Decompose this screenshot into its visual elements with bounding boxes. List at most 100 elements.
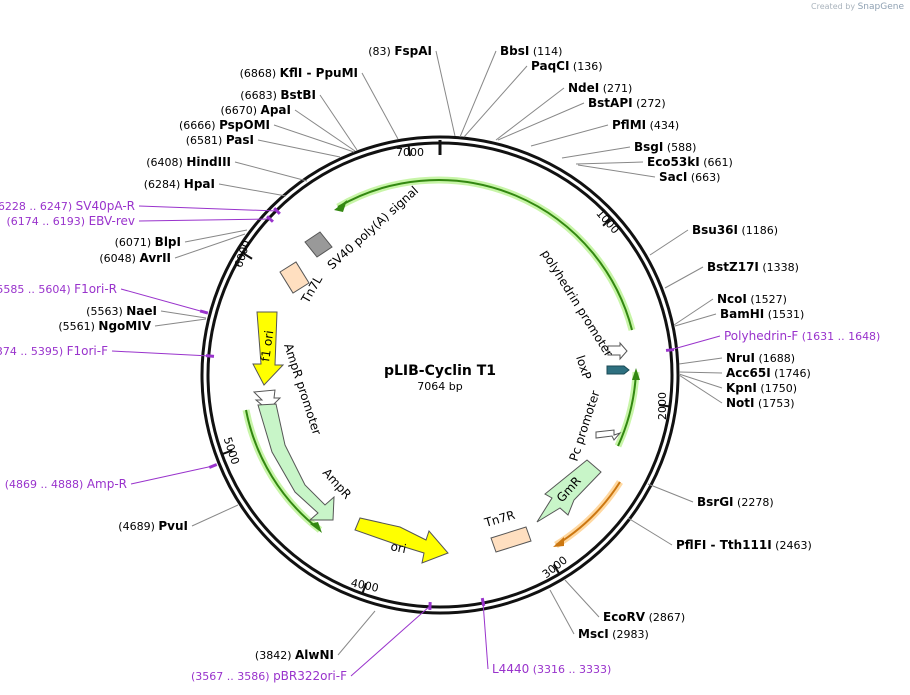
site-leader-line (174, 233, 246, 259)
site-leader-line (257, 139, 341, 158)
restriction-site: BstAPI (272) (497, 96, 666, 141)
restriction-site: PflMI (434) (530, 118, 679, 147)
polyhedrin-promoter-arrow (607, 341, 628, 361)
restriction-site: (6048) AvrII (99, 233, 246, 265)
site-name: KpnI (726, 381, 757, 395)
site-position: (6408) (146, 156, 186, 169)
primer-range: (1631 .. 1648) (798, 330, 880, 343)
site-label: NcoI (1527) (717, 292, 787, 306)
pc-promoter-arrow (595, 429, 622, 441)
primer-label: (6228 .. 6247) SV40pA-R (0, 199, 135, 213)
site-leader-line (678, 374, 723, 404)
restriction-site: Acc65I (1746) (678, 366, 811, 380)
restriction-site: BsgI (588) (561, 140, 696, 159)
site-position: (6048) (99, 252, 139, 265)
site-label: Eco53kI (661) (647, 155, 733, 169)
restriction-site: (5561) NgoMIV (58, 318, 207, 333)
restriction-site: (83) FspAI (368, 44, 456, 137)
site-name: AvrII (139, 251, 171, 265)
ori-label: ori (389, 539, 407, 556)
site-label: PaqCI (136) (531, 59, 603, 73)
pc-promoter-label: Pc promoter (567, 389, 603, 463)
site-label: (6048) AvrII (99, 251, 171, 265)
site-position: (6284) (144, 178, 184, 191)
tick-mark (658, 404, 670, 408)
site-position: (271) (599, 82, 632, 95)
primer-range: (3567 .. 3586) (191, 670, 273, 683)
site-name: PspOMI (219, 118, 270, 132)
primer-name: SV40pA-R (76, 199, 135, 213)
site-position: (4689) (118, 520, 158, 533)
site-leader-line (234, 161, 308, 182)
tick-label: 6000 (232, 239, 253, 270)
ampr-arrow (257, 403, 335, 521)
site-name: Bsu36I (692, 223, 738, 237)
site-name: HpaI (184, 177, 215, 191)
site-label: BstAPI (272) (588, 96, 666, 110)
site-label: (4689) PvuI (118, 519, 188, 533)
site-leader-line (549, 589, 575, 635)
tick-label: 1000 (593, 207, 621, 237)
feature-arcs (242, 176, 640, 548)
sv40-arc-core (337, 179, 633, 331)
site-leader-line (678, 371, 723, 374)
site-label: BsgI (588) (634, 140, 696, 154)
site-name: BstBI (280, 88, 316, 102)
site-label: PflFI - Tth111I (2463) (676, 538, 812, 552)
site-label: (6683) BstBI (240, 88, 316, 102)
primer: (3567 .. 3586) pBR322ori-F (191, 601, 432, 683)
primer-range: (4869 .. 4888) (5, 478, 87, 491)
site-leader-line (435, 50, 456, 137)
restriction-site: EcoRV (2867) (564, 579, 685, 624)
site-name: KflI - PpuMI (280, 66, 358, 80)
primer: (5585 .. 5604) F1ori-R (0, 282, 209, 315)
primer-layer: (6228 .. 6247) SV40pA-R(6174 .. 6193) EB… (0, 199, 880, 683)
restriction-site: (5563) NaeI (86, 304, 207, 319)
site-position: (6666) (179, 119, 219, 132)
tick-mark (221, 449, 233, 456)
site-name: BsgI (634, 140, 663, 154)
site-name: FspAI (394, 44, 432, 58)
primer-leader-line (138, 218, 271, 222)
primer: L4440 (3316 .. 3333) (480, 597, 611, 676)
restriction-site: PflFI - Tth111I (2463) (627, 517, 812, 552)
site-label: (83) FspAI (368, 44, 432, 58)
site-leader-line (647, 483, 694, 503)
restriction-site: (6868) KflI - PpuMI (240, 66, 399, 140)
site-leader-line (319, 94, 358, 151)
primer-label: (4869 .. 4888) Amp-R (5, 477, 127, 491)
site-position: (1527) (747, 293, 787, 306)
site-name: BlpI (155, 235, 181, 249)
site-leader-line (191, 504, 239, 527)
site-name: NaeI (126, 304, 157, 318)
backbone-outer-ring (200, 135, 680, 615)
site-leader-line (184, 229, 248, 243)
site-name: AlwNI (295, 648, 334, 662)
primer-label: (3567 .. 3586) pBR322ori-F (191, 669, 347, 683)
primer-name: pBR322ori-F (273, 669, 347, 683)
ampr-promoter-arc-core (245, 409, 321, 531)
sv40-label: SV40 poly(A) signal (325, 183, 421, 272)
site-position: (6071) (115, 236, 155, 249)
tick-mark (602, 217, 612, 227)
site-label: KpnI (1750) (726, 381, 797, 395)
restriction-site: BstZ17I (1338) (664, 260, 799, 289)
restriction-site: NotI (1753) (678, 374, 795, 410)
primer-range: (6174 .. 6193) (7, 215, 89, 228)
restriction-site: (6581) PasI (186, 133, 341, 158)
site-name: Acc65I (726, 366, 771, 380)
site-name: SacI (659, 170, 687, 184)
site-label: BbsI (114) (500, 44, 562, 58)
gmr-arrow (536, 459, 602, 523)
site-label: (6071) BlpI (115, 235, 181, 249)
restriction-site: (6071) BlpI (115, 229, 248, 249)
f1ori-arrow (252, 311, 285, 386)
tick-mark (552, 563, 561, 575)
tick-mark (242, 252, 253, 260)
site-position: (661) (700, 156, 733, 169)
primer-leader-line (138, 205, 278, 212)
restriction-site: Eco53kI (661) (575, 155, 733, 169)
site-leader-line (673, 298, 714, 326)
credit-prefix: Created by (811, 2, 856, 11)
